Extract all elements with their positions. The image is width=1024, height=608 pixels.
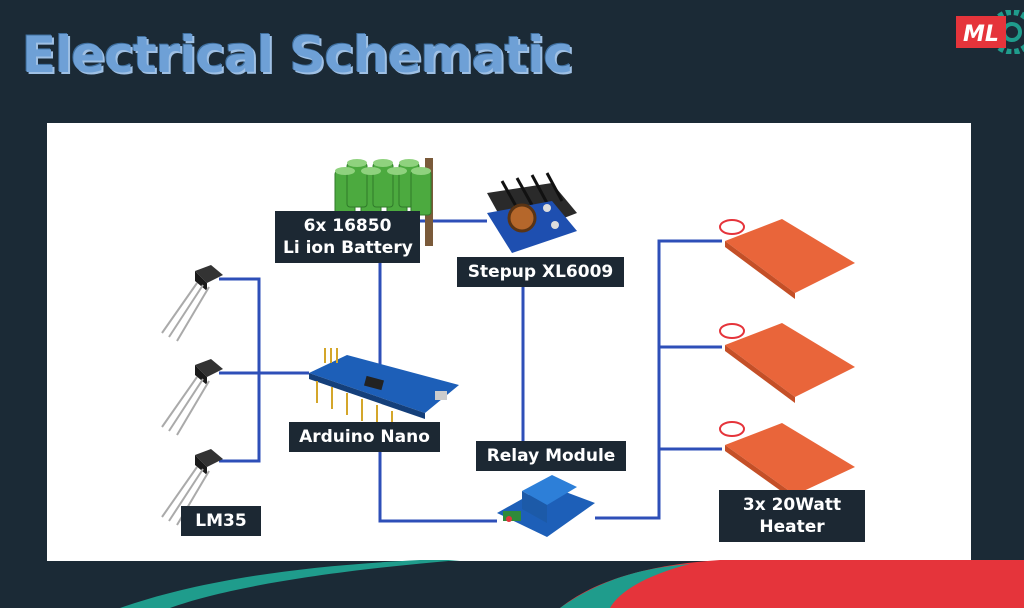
relay-label: Relay Module — [476, 441, 626, 471]
schematic-panel: 6x 16850 Li ion Battery Stepup XL6009 Ar… — [47, 123, 971, 561]
wires — [219, 219, 722, 523]
arduino-nano-image — [309, 348, 459, 429]
heater-label: 3x 20Watt Heater — [719, 490, 865, 542]
arduino-label-text: Arduino Nano — [299, 427, 430, 447]
slide-title: Electrical Schematic — [22, 26, 573, 84]
stepup-module-image — [487, 172, 577, 253]
heater-pads-image — [719, 219, 855, 501]
wire-relay-heater-1 — [595, 239, 722, 520]
battery-pack-image — [334, 158, 433, 246]
logo-text: ML — [963, 22, 999, 47]
logo-icon: ML — [956, 10, 1024, 54]
lm35-label: LM35 — [181, 506, 261, 536]
heater-label-line1: 3x 20Watt — [742, 495, 842, 515]
lm35-sensor-icons — [161, 265, 223, 526]
stepup-label-text: Stepup XL6009 — [467, 262, 614, 282]
arduino-label: Arduino Nano — [289, 422, 440, 452]
schematic-diagram — [161, 158, 855, 537]
bottom-decoration — [120, 560, 1024, 608]
lm35-label-text: LM35 — [195, 511, 247, 531]
battery-label: 6x 16850 Li ion Battery — [275, 211, 420, 263]
heater-label-line2: Heater — [759, 517, 825, 537]
battery-label-line1: 6x 16850 — [303, 216, 392, 236]
relay-module-image — [497, 475, 595, 537]
relay-label-text: Relay Module — [486, 446, 616, 466]
wire-sensor-bus — [219, 277, 261, 463]
battery-label-line2: Li ion Battery — [283, 238, 413, 258]
stepup-label: Stepup XL6009 — [457, 257, 624, 287]
wire-arduino-relay — [378, 428, 497, 523]
